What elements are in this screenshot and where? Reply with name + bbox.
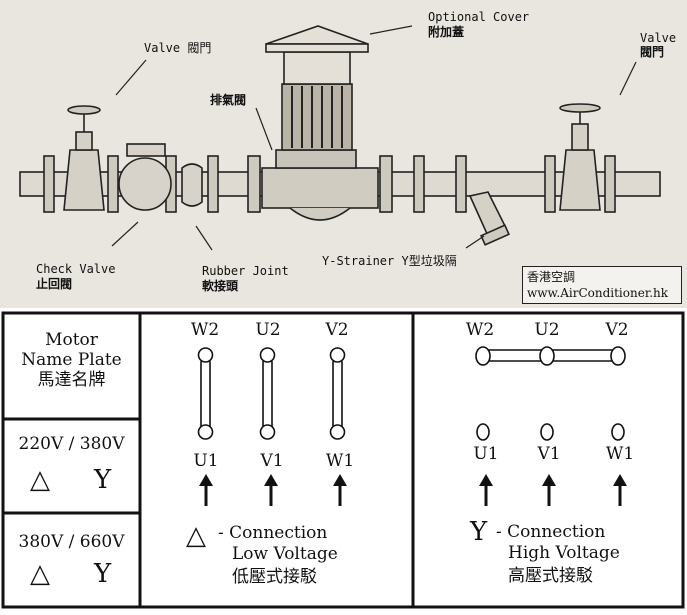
delta-arrows [204, 484, 342, 506]
brand-url: www.AirConditioner.hk [527, 286, 669, 300]
delta-bottom-terminal-w1: W1 [325, 451, 355, 471]
label-valve-right-zh: 閥門 [640, 45, 665, 59]
star-connection-drawing [475, 346, 627, 506]
delta-caption-line1: - Connection [218, 523, 328, 543]
star-caption-line2: High Voltage [508, 543, 620, 563]
nameplate-title-line1: Motor [45, 330, 98, 350]
row2-delta-symbol: △ [30, 559, 50, 589]
motor-wiring-table: Motor Name Plate 馬達名牌 220V / 380V △ Y 38… [0, 310, 687, 611]
pump-piping-illustration: Valve 閥門 Optional Cover 附加蓋 排氣閥 Valve 閥門… [0, 0, 687, 308]
delta-top-terminal-u2: U2 [255, 320, 281, 340]
rubber-joint [181, 163, 203, 207]
left-gate-valve [63, 105, 105, 211]
label-check-valve-zh: 止回閥 [36, 277, 73, 291]
star-bottom-terminal-w1: W1 [605, 444, 635, 464]
star-top-terminal-u2: U2 [534, 320, 560, 340]
wiring-grid [1, 311, 685, 609]
leader-lines [111, 25, 637, 251]
star-bottom-terminals [476, 423, 625, 441]
pump-motor [265, 25, 369, 151]
star-arrowheads [479, 474, 627, 486]
delta-bottom-terminal-v1: V1 [260, 451, 284, 471]
label-air-vent: 排氣閥 [210, 93, 247, 107]
delta-terminals [197, 347, 346, 440]
brand-box: 香港空調 www.AirConditioner.hk [522, 266, 682, 304]
check-valve [118, 143, 172, 211]
delta-panel-symbol: △ [186, 521, 206, 551]
row2-star-symbol: Y [94, 559, 112, 589]
label-optional-cover-zh: 附加蓋 [428, 25, 465, 39]
delta-connection-drawing [197, 347, 347, 506]
piping-drawing [19, 25, 661, 251]
label-optional-cover: Optional Cover [428, 10, 530, 24]
star-arrows [484, 484, 622, 506]
y-strainer [468, 191, 510, 246]
delta-top-terminal-w2: W2 [190, 320, 220, 340]
delta-arrowheads [199, 474, 347, 486]
brand-name: 香港空調 [527, 270, 576, 284]
delta-bottom-terminal-u1: U1 [193, 451, 219, 471]
label-check-valve: Check Valve [36, 262, 116, 276]
star-bottom-terminal-u1: U1 [473, 444, 499, 464]
label-rubber-joint: Rubber Joint [202, 264, 289, 278]
nameplate-header: Motor Name Plate 馬達名牌 [6, 330, 137, 390]
row1-star-symbol: Y [94, 465, 112, 495]
star-top-terminals [475, 346, 626, 366]
star-caption-zh: 高壓式接駁 [508, 566, 593, 586]
star-panel-symbol: Y [470, 517, 488, 547]
nameplate-title-zh: 馬達名牌 [37, 370, 106, 390]
delta-links [200, 357, 343, 433]
label-valve-right: Valve [640, 31, 677, 45]
star-bottom-terminal-v1: V1 [537, 444, 561, 464]
row1-delta-symbol: △ [30, 465, 50, 495]
flanges [43, 155, 616, 213]
nameplate-title-line2: Name Plate [21, 350, 122, 370]
delta-caption-line2: Low Voltage [232, 544, 338, 564]
label-valve-left: Valve 閥門 [144, 41, 212, 55]
delta-top-terminal-v2: V2 [325, 320, 349, 340]
label-rubber-joint-zh: 軟接頭 [202, 279, 239, 293]
label-y-strainer: Y-Strainer Y型垃圾隔 [322, 254, 457, 268]
star-top-terminal-w2: W2 [465, 320, 495, 340]
delta-caption-zh: 低壓式接駁 [232, 567, 317, 587]
pump-casing [261, 149, 379, 221]
star-caption-line1: - Connection [496, 522, 606, 542]
right-gate-valve [559, 103, 601, 211]
star-top-terminal-v2: V2 [605, 320, 629, 340]
nameplate-row1-voltage: 220V / 380V [18, 434, 125, 454]
nameplate-row2-voltage: 380V / 660V [18, 532, 125, 552]
